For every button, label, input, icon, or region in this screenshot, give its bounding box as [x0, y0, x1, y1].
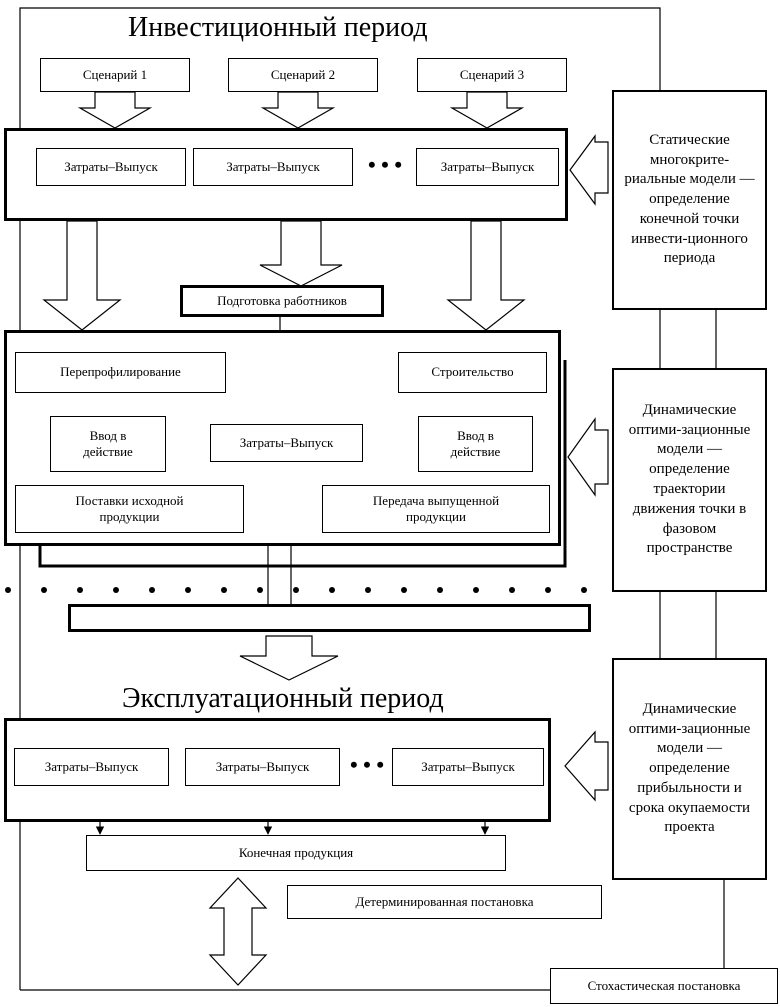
- transfer-box: Передача выпущенной продукции: [322, 485, 550, 533]
- scenario-1-box: Сценарий 1: [40, 58, 190, 92]
- side-arrow-1: [569, 134, 609, 206]
- op-io-box-1: Затраты–Выпуск: [14, 748, 169, 786]
- side-arrow-3: [564, 730, 609, 802]
- stochastic-box: Стохастическая постановка: [550, 968, 778, 1004]
- side-model-dynamic-trajectory: Динамические оптими-зационные модели — о…: [612, 368, 767, 592]
- middle-io-box: Затраты–Выпуск: [210, 424, 363, 462]
- transition-bar: [68, 604, 591, 632]
- big-arrow-left: [42, 220, 122, 331]
- scenario-2-arrow: [260, 91, 336, 129]
- scenario-2-box: Сценарий 2: [228, 58, 378, 92]
- ellipsis-top: • • •: [367, 152, 403, 177]
- ellipsis-bottom: • • •: [349, 752, 385, 777]
- commission-left-box: Ввод в действие: [50, 416, 166, 472]
- dotted-separator: [5, 587, 587, 593]
- reprofiling-box: Перепрофилирование: [15, 352, 226, 393]
- scenario-3-box: Сценарий 3: [417, 58, 567, 92]
- big-arrow-right: [446, 220, 526, 331]
- big-arrow-center: [259, 220, 343, 287]
- investment-period-title: Инвестиционный период: [128, 12, 428, 43]
- side-model-dynamic-profit: Динамические оптими-зационные модели — о…: [612, 658, 767, 880]
- side-model-static: Статические многокрите-риальные модели —…: [612, 90, 767, 310]
- op-io-box-2: Затраты–Выпуск: [185, 748, 340, 786]
- training-box: Подготовка работников: [180, 285, 384, 317]
- io-box-3: Затраты–Выпуск: [416, 148, 559, 186]
- operation-period-title: Эксплуатационный период: [122, 683, 444, 714]
- deterministic-box: Детерминированная постановка: [287, 885, 602, 919]
- operation-transition-arrow: [239, 635, 339, 681]
- middle-block-shadow: [38, 360, 567, 568]
- scenario-3-arrow: [449, 91, 525, 129]
- scenario-1-arrow: [77, 91, 153, 129]
- io-box-1: Затраты–Выпуск: [36, 148, 186, 186]
- op-io-box-3: Затраты–Выпуск: [392, 748, 544, 786]
- supply-box: Поставки исходной продукции: [15, 485, 244, 533]
- io-box-2: Затраты–Выпуск: [193, 148, 353, 186]
- construction-box: Строительство: [398, 352, 547, 393]
- commission-right-box: Ввод в действие: [418, 416, 533, 472]
- final-product-box: Конечная продукция: [86, 835, 506, 871]
- double-arrow: [208, 877, 268, 986]
- side-arrow-2: [567, 417, 609, 497]
